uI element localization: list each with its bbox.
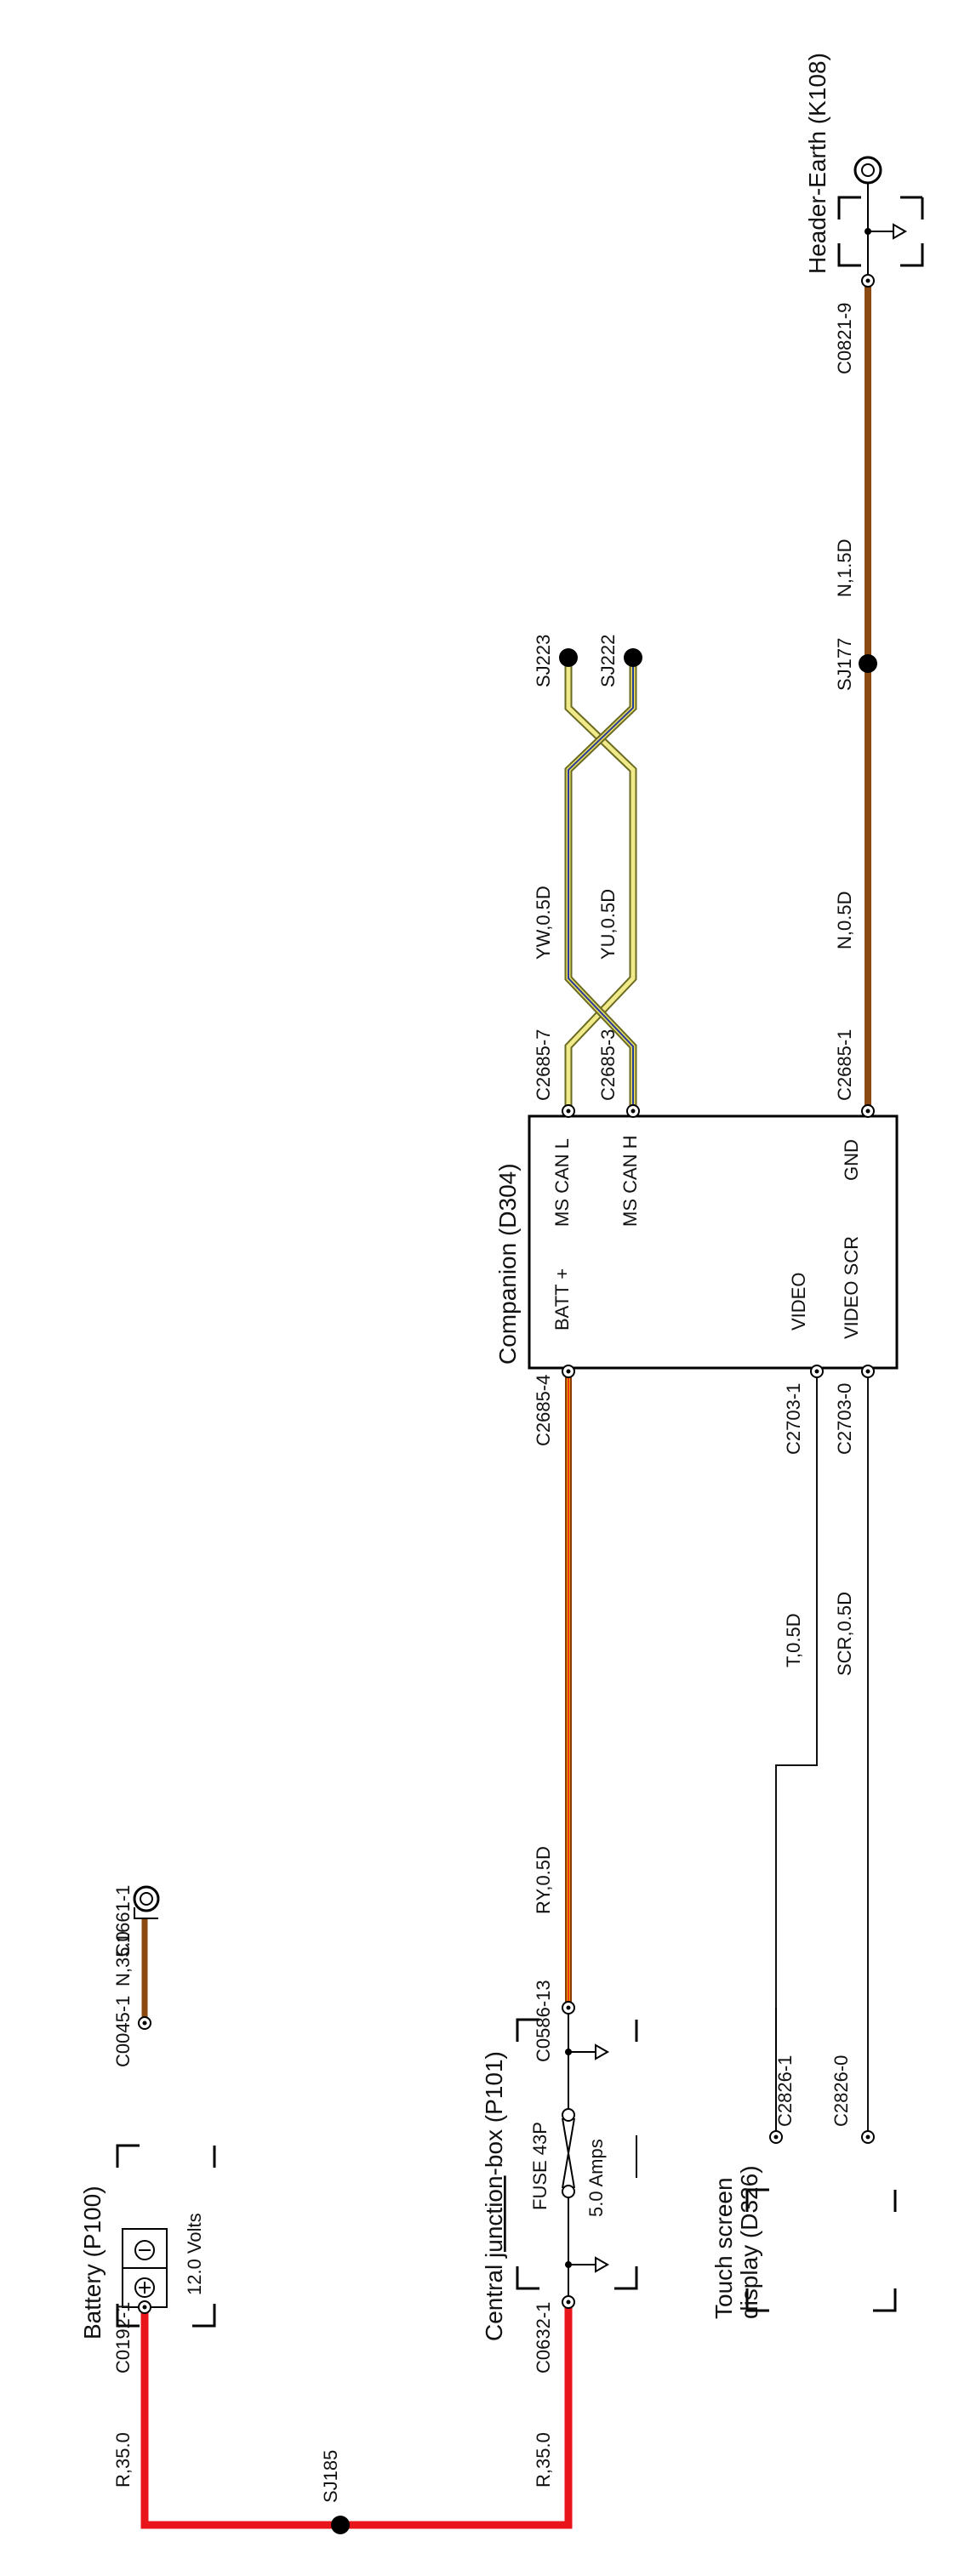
companion-title: Companion (D304)	[494, 1163, 521, 1365]
wire-label-yu: YU,0.5D	[597, 889, 619, 960]
pin-label-c0045-1: C0045-1	[112, 1996, 134, 2067]
pin-label-c2685-3: C2685-3	[597, 1029, 619, 1101]
wire-label-yw: YW,0.5D	[533, 886, 554, 960]
wire-label-ry: RY,0.5D	[533, 1846, 554, 1914]
battery-component	[116, 1885, 216, 2328]
wire-video	[775, 1376, 818, 2008]
fuse-rating: 5.0 Amps	[585, 2139, 607, 2217]
wire-label-n15: N,1.5D	[834, 539, 855, 597]
junction-box-component	[516, 2001, 638, 2309]
splice-sj185	[331, 2516, 350, 2534]
splice-label-sj223: SJ223	[533, 635, 554, 687]
pin-label-c0632-1: C0632-1	[533, 2302, 554, 2374]
splice-sj177	[859, 654, 877, 673]
wire-label-r35-a: R,35.0	[112, 2432, 134, 2488]
fuse-label: FUSE 43P	[529, 2122, 551, 2210]
companion-label-batt: BATT +	[551, 1268, 573, 1331]
companion-label-video: VIDEO	[788, 1273, 809, 1331]
pin-label-c2826-1: C2826-1	[774, 2055, 796, 2127]
battery-title: Battery (P100)	[79, 2186, 106, 2339]
wire-label-n35: N,35.0	[112, 1931, 134, 1986]
wire-battery-feed	[140, 2304, 573, 2529]
splice-label-sj185: SJ185	[320, 2450, 341, 2503]
companion-label-gnd: GND	[841, 1139, 862, 1181]
pin-label-c2826-0: C2826-0	[830, 2055, 852, 2127]
pin-label-c0192-1: C0192-1	[112, 2302, 134, 2374]
wire-label-t: T,0.5D	[783, 1613, 804, 1667]
touch-screen-title-1: Touch screen	[710, 2177, 737, 2319]
pin-label-c2685-4: C2685-4	[533, 1375, 554, 1446]
pin-label-c2685-7: C2685-7	[533, 1029, 554, 1101]
companion-label-can-h: MS CAN H	[619, 1135, 641, 1227]
splice-sj222	[624, 648, 642, 667]
junction-box-title: Central junction-box (P101)	[481, 2051, 507, 2341]
pin-label-c1661-1: C1661-1	[112, 1885, 134, 1957]
companion-label-video-scr: VIDEO SCR	[841, 1236, 862, 1339]
companion-label-can-l: MS CAN L	[551, 1138, 573, 1227]
pin-label-c0586-13: C0586-13	[533, 1980, 554, 2062]
pin-label-c0821-9: C0821-9	[834, 303, 855, 374]
touch-screen-component	[745, 2008, 897, 2312]
splice-sj223	[559, 648, 578, 667]
pin-label-c2703-1: C2703-1	[783, 1383, 804, 1455]
header-earth-title: Header-Earth (K108)	[804, 53, 830, 274]
splice-label-sj177: SJ177	[834, 638, 855, 691]
wire-label-n05: N,0.5D	[834, 892, 855, 949]
wire-label-r35-b: R,35.0	[533, 2432, 554, 2488]
touch-screen-title-2: display (D326)	[736, 2165, 762, 2319]
splice-label-sj222: SJ222	[597, 635, 619, 687]
header-earth-component	[837, 156, 924, 288]
companion-component	[528, 1104, 899, 1378]
battery-rating: 12.0 Volts	[184, 2213, 205, 2295]
pin-label-c2703-0: C2703-0	[834, 1383, 855, 1455]
wire-yw-fill	[566, 658, 636, 1108]
wire-label-scr: SCR,0.5D	[834, 1592, 855, 1676]
wire-yu-stripe	[568, 658, 634, 1108]
pin-label-c2685-1: C2685-1	[834, 1029, 855, 1101]
